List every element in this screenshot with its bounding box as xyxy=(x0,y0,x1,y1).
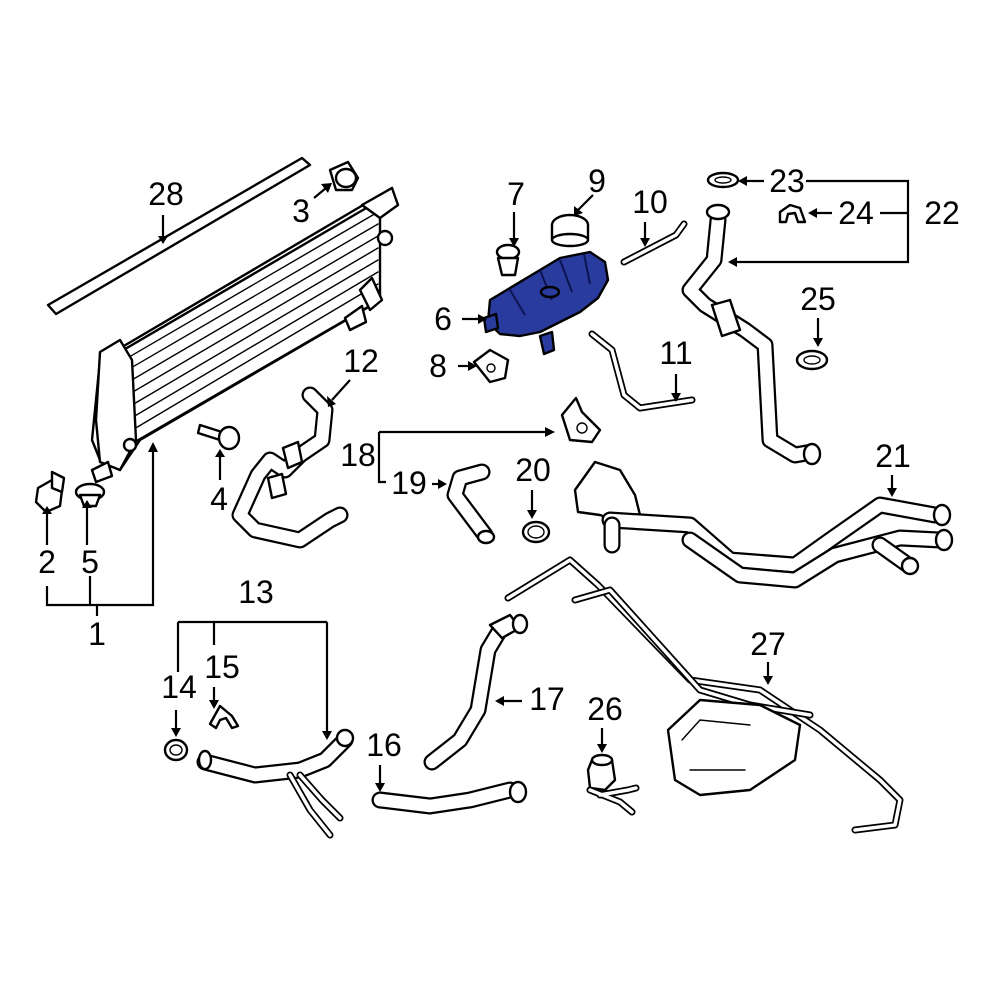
callout-26[interactable]: 26 xyxy=(587,691,623,727)
part-17-hose[interactable] xyxy=(423,613,529,771)
part-9-cap[interactable] xyxy=(550,213,590,248)
leader-lines xyxy=(42,176,910,792)
callout-9[interactable]: 9 xyxy=(588,163,606,199)
part-14-o-ring[interactable] xyxy=(163,738,189,762)
callout-27[interactable]: 27 xyxy=(750,626,786,662)
callout-16[interactable]: 16 xyxy=(366,727,402,763)
part-18-bracket[interactable] xyxy=(560,396,602,444)
callout-20[interactable]: 20 xyxy=(515,452,551,488)
callout-labels: 28 3 2 5 1 4 12 7 9 10 6 8 11 18 19 20 2… xyxy=(38,163,960,763)
callout-22[interactable]: 22 xyxy=(924,195,960,231)
part-21-heater-hose[interactable] xyxy=(573,460,954,589)
part-23-o-ring[interactable] xyxy=(706,171,740,189)
callout-4[interactable]: 4 xyxy=(210,481,228,517)
callout-7[interactable]: 7 xyxy=(507,176,525,212)
callout-8[interactable]: 8 xyxy=(429,348,447,384)
callout-25[interactable]: 25 xyxy=(800,281,836,317)
callout-23[interactable]: 23 xyxy=(769,163,805,199)
callout-21[interactable]: 21 xyxy=(875,438,911,474)
callout-6[interactable]: 6 xyxy=(434,301,452,337)
part-6-coolant-reservoir[interactable] xyxy=(482,250,610,356)
part-4-bolt[interactable] xyxy=(196,423,241,451)
part-27-pipe-assembly[interactable] xyxy=(504,556,904,834)
part-8-bracket[interactable] xyxy=(472,348,510,384)
callout-12[interactable]: 12 xyxy=(343,343,379,379)
part-20-clamp[interactable] xyxy=(521,520,551,544)
part-16-hose[interactable] xyxy=(371,780,528,815)
callout-2[interactable]: 2 xyxy=(38,544,56,580)
callout-3[interactable]: 3 xyxy=(292,193,310,229)
callout-17[interactable]: 17 xyxy=(529,681,565,717)
part-15-clip[interactable] xyxy=(208,704,240,730)
part-22-hose-assembly[interactable] xyxy=(681,203,822,466)
callout-15[interactable]: 15 xyxy=(204,649,240,685)
callout-10[interactable]: 10 xyxy=(632,184,668,220)
callout-14[interactable]: 14 xyxy=(161,669,197,705)
part-13-hose-assembly[interactable] xyxy=(196,728,355,839)
part-12-upper-hose[interactable] xyxy=(231,386,349,549)
part-24-clip[interactable] xyxy=(778,203,807,224)
callout-5[interactable]: 5 xyxy=(81,544,99,580)
part-5-grommet[interactable] xyxy=(74,482,106,508)
part-25-clamp[interactable] xyxy=(795,349,829,371)
part-10-hose[interactable] xyxy=(620,220,688,266)
callout-11[interactable]: 11 xyxy=(659,335,692,371)
part-19-hose[interactable] xyxy=(446,463,496,545)
part-26-valve[interactable] xyxy=(586,753,640,816)
callout-18[interactable]: 18 xyxy=(340,437,376,473)
part-1-radiator[interactable] xyxy=(90,186,400,484)
part-3-isolator[interactable] xyxy=(328,160,360,192)
callout-19[interactable]: 19 xyxy=(391,465,427,501)
callout-28[interactable]: 28 xyxy=(148,176,184,212)
part-7-bolt[interactable] xyxy=(495,243,521,277)
callout-24[interactable]: 24 xyxy=(838,195,874,231)
callout-1[interactable]: 1 xyxy=(88,616,106,652)
callout-13[interactable]: 13 xyxy=(238,574,274,610)
part-11-hose[interactable] xyxy=(588,330,696,412)
part-28-seal-strip[interactable] xyxy=(46,156,312,316)
part-2-bracket[interactable] xyxy=(34,470,66,514)
